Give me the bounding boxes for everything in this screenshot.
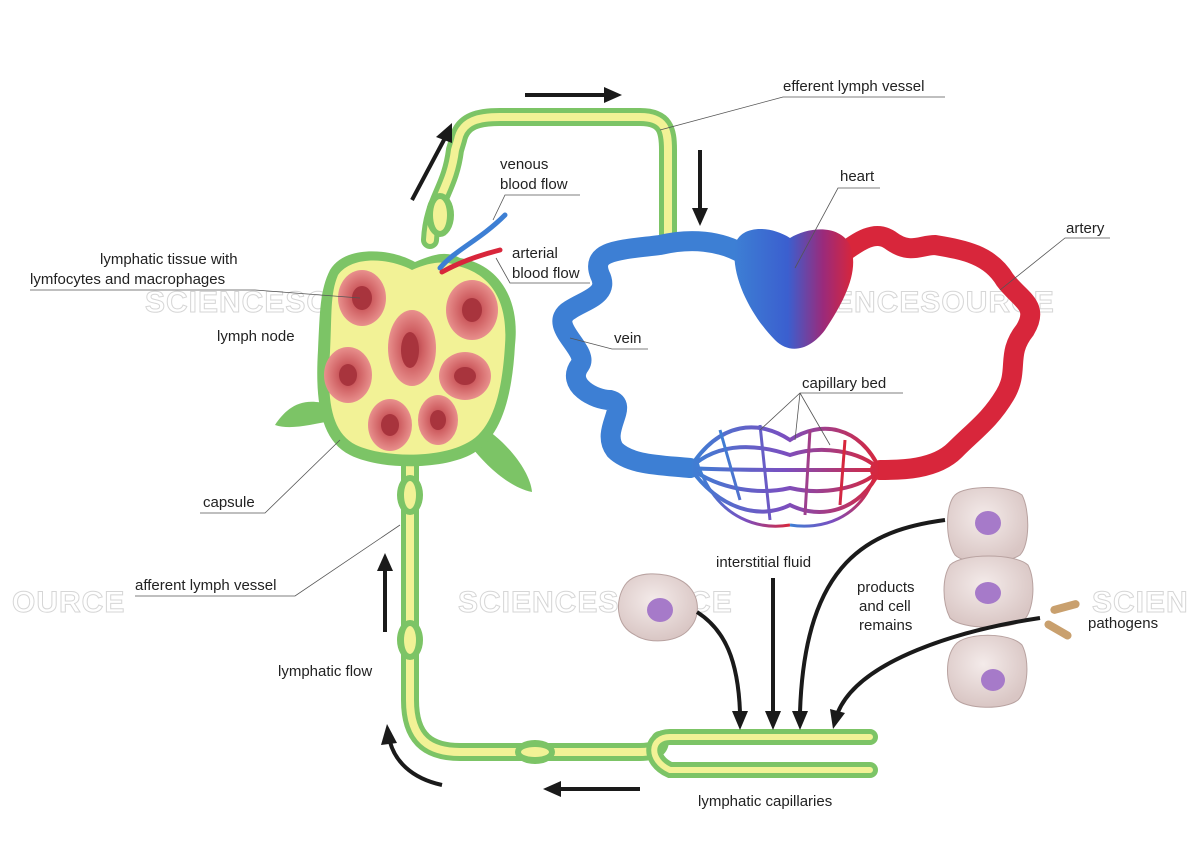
node-blood-vessels <box>437 212 508 275</box>
arrow-bottom-left <box>543 781 640 797</box>
label-arterial-blood-flow: blood flow <box>512 265 580 282</box>
label-arterial: arterial <box>512 245 558 262</box>
label-lymphatic-tissue: lymphatic tissue with <box>100 251 238 268</box>
tissue-cells <box>617 487 1080 708</box>
label-and-cell: and cell <box>859 598 911 615</box>
label-capillary-bed: capillary bed <box>802 375 886 392</box>
label-artery: artery <box>1066 220 1105 237</box>
label-pathogens: pathogens <box>1088 615 1158 632</box>
label-lymfocytes: lymfocytes and macrophages <box>30 271 225 288</box>
labels: efferent lymph vessel venous blood flow … <box>30 78 1158 810</box>
cell <box>617 573 698 642</box>
watermark: OURCE <box>12 586 125 619</box>
watermark: SCIEN <box>1092 586 1189 619</box>
label-interstitial-fluid: interstitial fluid <box>716 554 811 571</box>
lymph-vessels <box>397 108 878 778</box>
cell <box>947 487 1029 563</box>
label-vein: vein <box>614 330 642 347</box>
arrow-corner <box>381 724 443 787</box>
label-afferent-lymph-vessel: afferent lymph vessel <box>135 577 276 594</box>
arrow-products <box>792 518 946 730</box>
label-lymphatic-flow: lymphatic flow <box>278 663 372 680</box>
arrow-afferent-up <box>377 553 393 632</box>
cell <box>947 634 1028 708</box>
artery <box>830 226 1041 480</box>
label-venous: venous <box>500 156 548 173</box>
circulation <box>552 226 1041 528</box>
label-products: products <box>857 579 915 596</box>
lymph-node <box>275 251 532 492</box>
label-venous-blood-flow: blood flow <box>500 176 568 193</box>
label-heart: heart <box>840 168 875 185</box>
lymphatic-tissue-nodules <box>324 270 498 451</box>
arrow-cell-to-capillary <box>695 610 748 730</box>
lymphatic-capillaries <box>646 729 878 778</box>
venous-vessel <box>437 212 508 271</box>
arrow-efferent-right <box>525 87 622 103</box>
heart <box>734 228 854 349</box>
arrow-pathogens <box>830 616 1041 729</box>
flow-arrows <box>377 87 1041 797</box>
label-remains: remains <box>859 617 912 634</box>
arrow-efferent-up <box>410 123 452 201</box>
capillary-bed <box>688 424 882 528</box>
leader-lines <box>30 96 1110 597</box>
vein <box>552 231 755 478</box>
arrow-efferent-down <box>692 150 708 226</box>
pathogens <box>1044 600 1080 640</box>
label-lymphatic-capillaries: lymphatic capillaries <box>698 793 832 810</box>
arrow-interstitial-fluid <box>765 578 781 730</box>
arterial-vessel <box>439 247 503 275</box>
cell <box>943 555 1034 628</box>
label-capsule: capsule <box>203 494 255 511</box>
label-lymph-node: lymph node <box>217 328 295 345</box>
label-efferent-lymph-vessel: efferent lymph vessel <box>783 78 924 95</box>
